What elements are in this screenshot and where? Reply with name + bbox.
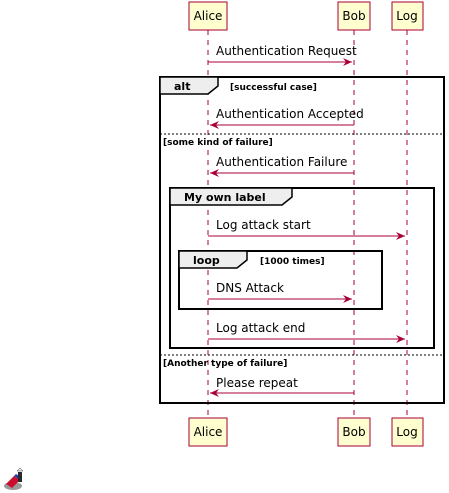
message-label: Log attack end bbox=[216, 321, 305, 335]
group-tab bbox=[169, 187, 293, 206]
participant-alice-label: Alice bbox=[194, 425, 223, 439]
participant-bob-label: Bob bbox=[342, 425, 365, 439]
loop-tab bbox=[178, 250, 248, 269]
message-label: DNS Attack bbox=[216, 281, 284, 295]
loop-condition: [1000 times] bbox=[260, 257, 325, 267]
participant-bob-label: Bob bbox=[342, 9, 365, 23]
participant-bob-bottom: Bob bbox=[337, 417, 371, 447]
message-label: Authentication Request bbox=[216, 44, 357, 58]
participant-log-top: Log bbox=[391, 1, 424, 31]
alt-condition: [successful case] bbox=[230, 83, 317, 93]
alt-tab bbox=[159, 76, 219, 95]
alt-frame bbox=[159, 76, 445, 404]
message-label: Authentication Failure bbox=[216, 155, 347, 169]
participant-log-label: Log bbox=[396, 9, 417, 23]
else-condition: [Another type of failure] bbox=[163, 359, 287, 369]
diagram-generator-icon bbox=[4, 467, 24, 490]
alt-label: alt bbox=[174, 80, 190, 93]
loop-label: loop bbox=[193, 254, 220, 267]
message-label: Authentication Accepted bbox=[216, 107, 364, 121]
else-condition: [some kind of failure] bbox=[163, 138, 273, 148]
message-label: Log attack start bbox=[216, 218, 311, 232]
participant-alice-top: Alice bbox=[188, 1, 228, 31]
group-frame bbox=[169, 187, 435, 349]
message-label: Please repeat bbox=[216, 376, 298, 390]
participant-log-label: Log bbox=[396, 425, 417, 439]
group-label: My own label bbox=[184, 191, 266, 204]
participant-bob-top: Bob bbox=[337, 1, 371, 31]
loop-frame bbox=[178, 250, 383, 310]
participant-log-bottom: Log bbox=[391, 417, 424, 447]
participant-alice-bottom: Alice bbox=[188, 417, 228, 447]
participant-alice-label: Alice bbox=[194, 9, 223, 23]
